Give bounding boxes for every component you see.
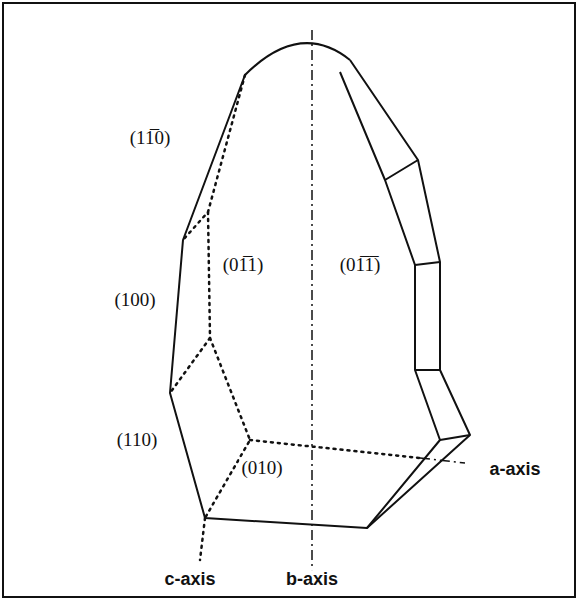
face-index: (01̅1) bbox=[221, 255, 265, 276]
frame bbox=[3, 3, 575, 597]
crystal-outline bbox=[170, 43, 470, 528]
axes bbox=[200, 30, 465, 572]
axis-label: a-axis bbox=[487, 460, 542, 480]
axis-label: c-axis bbox=[162, 570, 217, 590]
hidden-edges bbox=[170, 75, 420, 518]
axis-label: b-axis bbox=[284, 570, 340, 590]
face-index: (100) bbox=[112, 290, 157, 311]
face-index: (01̅1̅) bbox=[338, 255, 382, 276]
face-index: (11̅0) bbox=[128, 128, 172, 149]
face-index: (110) bbox=[115, 430, 159, 451]
face-index: (010) bbox=[239, 458, 284, 479]
